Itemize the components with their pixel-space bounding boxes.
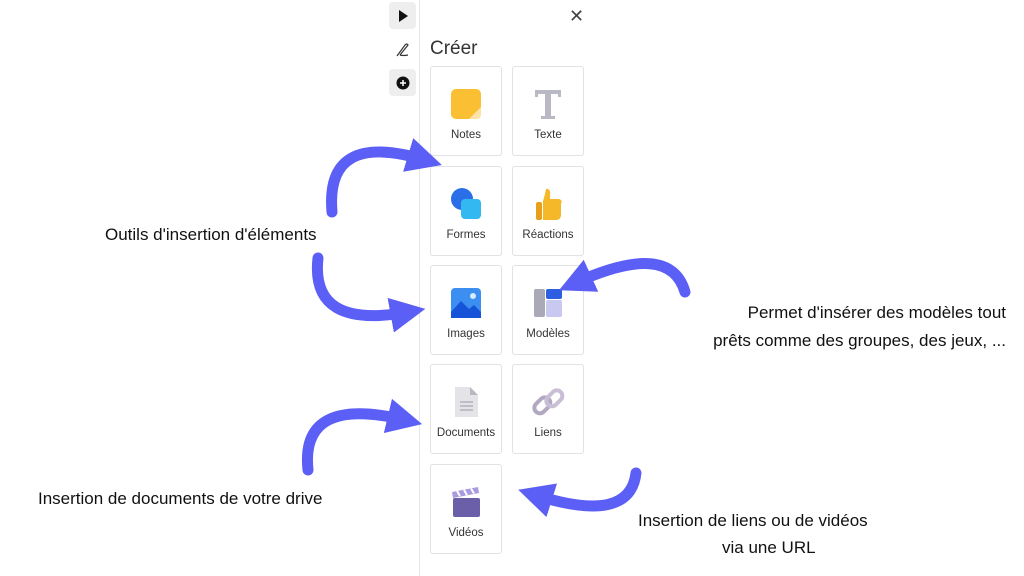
add-icon	[396, 76, 409, 89]
tile-label: Modèles	[526, 328, 570, 340]
shapes-icon	[449, 187, 483, 221]
close-icon[interactable]: ✕	[569, 6, 585, 26]
tile-label: Documents	[436, 427, 496, 439]
document-icon	[449, 385, 483, 419]
arrow-links	[518, 467, 642, 518]
left-toolbar	[386, 0, 420, 576]
annotation-tools: Outils d'insertion d'éléments	[105, 225, 317, 244]
panel-title: Créer	[430, 38, 478, 59]
tile-notes[interactable]: Notes	[430, 66, 502, 156]
template-icon	[531, 286, 565, 320]
tile-text[interactable]: Texte	[512, 66, 584, 156]
tile-videos[interactable]: Vidéos	[430, 464, 502, 554]
tile-label: Liens	[534, 427, 562, 439]
tile-images[interactable]: Images	[430, 265, 502, 355]
tile-label: Texte	[534, 129, 562, 141]
text-icon	[531, 87, 565, 121]
tile-shapes[interactable]: Formes	[430, 166, 502, 256]
select-icon	[398, 9, 408, 22]
tile-label: Formes	[446, 229, 486, 241]
create-panel: ✕ Créer Notes Texte Formes Réactions Ima…	[420, 0, 600, 576]
annotation-links-line1: Insertion de liens ou de vidéos	[638, 511, 868, 530]
tile-label: Réactions	[522, 229, 574, 241]
tile-documents[interactable]: Documents	[430, 364, 502, 454]
arrow-tools-up	[326, 138, 442, 218]
pen-icon	[396, 42, 409, 56]
arrow-tools-down	[311, 252, 426, 333]
annotation-links-line2: via une URL	[722, 538, 816, 557]
arrow-templates	[558, 258, 691, 298]
thumbs-up-icon	[531, 187, 565, 221]
tile-label: Images	[447, 328, 485, 340]
tile-templates[interactable]: Modèles	[512, 265, 584, 355]
tile-label: Vidéos	[448, 527, 484, 539]
select-tool-button[interactable]	[389, 2, 416, 29]
annotation-templates-line2: prêts comme des groupes, des jeux, ...	[713, 331, 1006, 350]
video-icon	[449, 485, 483, 519]
tile-links[interactable]: Liens	[512, 364, 584, 454]
tile-reactions[interactable]: Réactions	[512, 166, 584, 256]
tile-label: Notes	[450, 129, 482, 141]
annotation-templates-line1: Permet d'insérer des modèles tout	[747, 303, 1006, 322]
add-tool-button[interactable]	[389, 69, 416, 96]
image-icon	[449, 286, 483, 320]
sticky-note-icon	[449, 87, 483, 121]
arrow-documents	[301, 398, 423, 476]
pen-tool-button[interactable]	[389, 36, 416, 63]
annotation-documents: Insertion de documents de votre drive	[38, 489, 323, 508]
link-icon	[531, 385, 565, 419]
